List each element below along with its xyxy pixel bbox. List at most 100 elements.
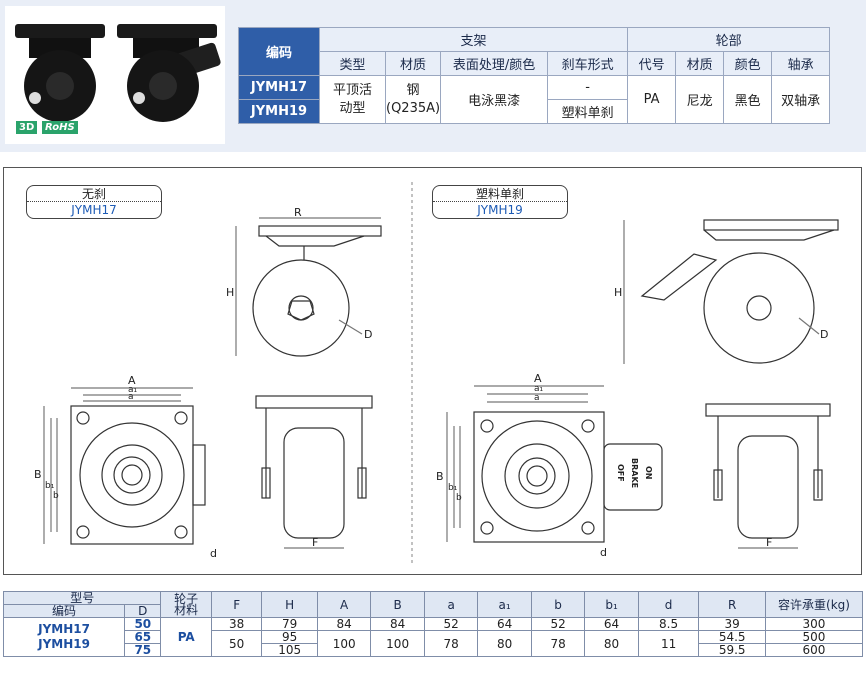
col-wheel-material: 材质 [675, 51, 725, 76]
code-jymh17: JYMH17 [238, 75, 320, 100]
col-finish: 表面处理/颜色 [440, 51, 549, 76]
label-d-left: d [210, 547, 217, 560]
hdr-R: R [698, 591, 766, 618]
col-wheel-color: 颜色 [723, 51, 773, 76]
wheel-code-value: PA [627, 75, 677, 124]
wheel-color-value: 黑色 [723, 75, 773, 124]
label-b1-left: b₁ [45, 481, 55, 491]
col-brake: 刹车形式 [547, 51, 629, 76]
H-row2: 95 [261, 630, 318, 644]
A-row1: 84 [316, 617, 372, 631]
A-row2: 100 [316, 630, 372, 657]
product-photo [5, 6, 225, 144]
label-D-right: D [820, 328, 828, 341]
type-value: 平顶活动型 [319, 75, 386, 124]
a1-row2: 80 [477, 630, 532, 657]
load-row3: 600 [764, 643, 864, 657]
wheel-header: 轮部 [627, 27, 831, 52]
label-a-right: a [534, 393, 540, 403]
d-row1: 8.5 [637, 617, 700, 631]
brake-value-2: 塑料单刹 [547, 99, 629, 124]
rohs-badge: RoHS [42, 121, 78, 134]
hdr-F: F [210, 591, 263, 618]
col-type: 类型 [319, 51, 386, 76]
hdr-A: A [316, 591, 372, 618]
hdr-wheel-material: 轮子材料 [160, 591, 212, 618]
d-row2: 11 [637, 630, 700, 657]
right-variant-tag: 塑料单刹 JYMH19 [432, 185, 568, 219]
hdr-b1: b₁ [584, 591, 639, 618]
brake-value-1: - [547, 75, 629, 100]
label-H-left: H [226, 286, 234, 299]
R-row2: 54.5 [698, 630, 766, 644]
b-row2: 78 [530, 630, 586, 657]
hdr-model: 型号 [2, 591, 162, 605]
b1-row2: 80 [584, 630, 639, 657]
hdr-code: 编码 [2, 604, 126, 618]
col-wheel-code: 代号 [627, 51, 677, 76]
left-tag-title: 无刹 [27, 186, 161, 202]
label-a-left: a [128, 392, 134, 402]
hdr-b: b [530, 591, 586, 618]
label-D-left: D [364, 328, 372, 341]
right-tag-title: 塑料单刹 [433, 186, 567, 202]
label-b-left: b [53, 491, 59, 501]
D-65: 65 [124, 630, 162, 644]
code-jymh19: JYMH19 [238, 99, 320, 124]
hdr-B: B [370, 591, 425, 618]
caster-photo-illustration [15, 24, 221, 122]
label-A-right: A [534, 372, 542, 385]
label-H-right: H [614, 286, 622, 299]
load-row1: 300 [764, 617, 864, 631]
F-row2: 50 [210, 630, 263, 657]
label-b-right: b [456, 493, 462, 503]
label-a1-left: a₁ [128, 385, 138, 395]
F-row1: 38 [210, 617, 263, 631]
finish-value: 电泳黑漆 [440, 75, 549, 124]
b-row1: 52 [530, 617, 586, 631]
hdr-d: d [637, 591, 700, 618]
hdr-a1: a₁ [477, 591, 532, 618]
R-row3: 59.5 [698, 643, 766, 657]
codes-cell: JYMH17 JYMH19 [2, 617, 126, 657]
b1-row1: 64 [584, 617, 639, 631]
label-b1-right: b₁ [448, 483, 458, 493]
D-75: 75 [124, 643, 162, 657]
B-row1: 84 [370, 617, 425, 631]
dimension-table: 型号 轮子材料 F H A B a a₁ b b₁ d R 容许承重(kg) 编… [2, 591, 864, 657]
brake-on-text: ON [644, 466, 653, 480]
wheel-mat-cell: PA [160, 617, 212, 657]
brake-label-text: BRAKE [630, 458, 639, 488]
label-A-left: A [128, 374, 136, 387]
label-R: R [294, 206, 302, 219]
bearing-value: 双轴承 [771, 75, 831, 124]
label-B-left: B [34, 468, 42, 481]
left-tag-code: JYMH17 [71, 203, 117, 217]
hdr-D: D [124, 604, 162, 618]
H-row1: 79 [261, 617, 318, 631]
drawing-canvas: R H D A a₁ a B b₁ b d F H D A a₁ a B b₁ … [34, 182, 839, 563]
code-jymh17-row: JYMH17 [38, 622, 90, 636]
material-value: 钢(Q235A) [384, 75, 442, 124]
hdr-H: H [261, 591, 318, 618]
brake-off-text: OFF [616, 464, 625, 482]
a1-row1: 64 [477, 617, 532, 631]
code-header: 编码 [238, 27, 320, 76]
label-a1-right: a₁ [534, 384, 544, 394]
H-row3: 105 [261, 643, 318, 657]
col-bearing: 轴承 [771, 51, 831, 76]
right-tag-code: JYMH19 [477, 203, 523, 217]
spec-table: 编码 支架 轮部 类型 材质 表面处理/颜色 刹车形式 代号 材质 颜色 轴承 … [238, 27, 831, 124]
R-row1: 39 [698, 617, 766, 631]
label-F-right: F [766, 536, 772, 549]
label-F-left: F [312, 536, 318, 549]
a-row2: 78 [423, 630, 479, 657]
hdr-a: a [423, 591, 479, 618]
col-material: 材质 [384, 51, 442, 76]
hdr-load: 容许承重(kg) [764, 591, 864, 618]
wheel-material-value: 尼龙 [675, 75, 725, 124]
label-d-right: d [600, 546, 607, 559]
bracket-header: 支架 [318, 27, 629, 52]
load-row2: 500 [764, 630, 864, 644]
label-B-right: B [436, 470, 444, 483]
